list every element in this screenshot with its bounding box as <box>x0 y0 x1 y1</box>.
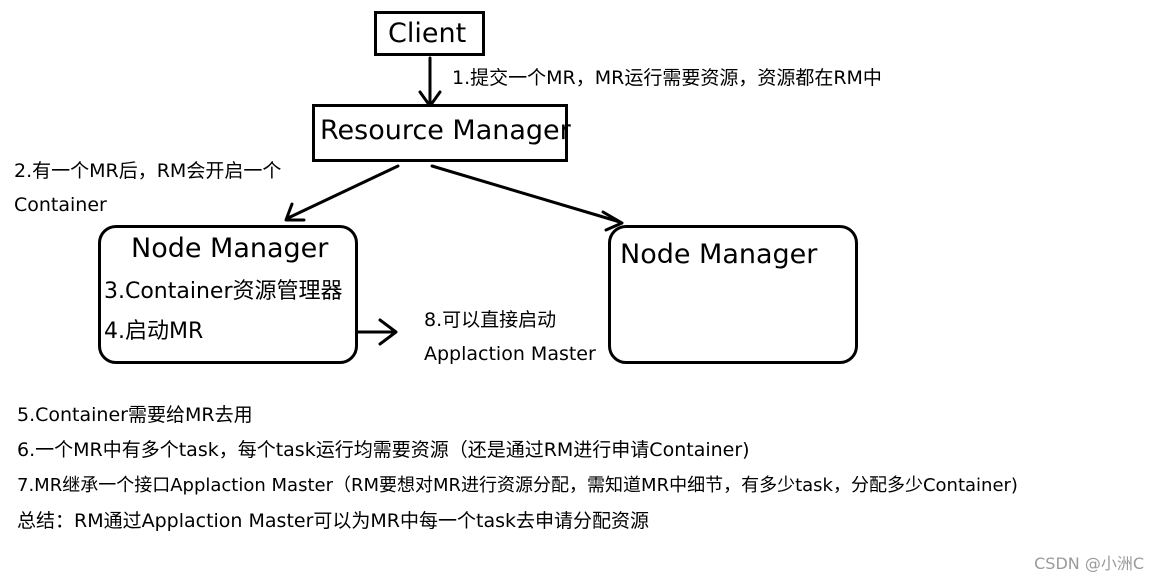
watermark: CSDN @小洲C <box>1034 554 1144 573</box>
node-manager-left-label: Node Manager <box>131 233 329 264</box>
annotation-step2-line2: Container <box>14 194 107 216</box>
annotation-step8-line1: 8.可以直接启动 <box>424 309 557 331</box>
arrow-rm-to-right-nm <box>430 164 624 232</box>
annotation-step2-line1: 2.有一个MR后，RM会开启一个 <box>14 160 282 182</box>
node-manager-left-step4: 4.启动MR <box>104 319 204 344</box>
note-6: 6.一个MR中有多个task，每个task运行均需要资源（还是通过RM进行申请C… <box>17 439 750 461</box>
annotation-step8-line2: Applaction Master <box>424 343 596 365</box>
node-manager-right-label: Node Manager <box>620 239 818 270</box>
resource-manager-label: Resource Manager <box>320 115 571 146</box>
node-manager-left-box <box>98 225 358 364</box>
client-box <box>374 11 485 56</box>
note-7: 7.MR继承一个接口Applaction Master（RM要想对MR进行资源分… <box>17 475 1018 496</box>
note-summary: 总结：RM通过Applaction Master可以为MR中每一个task去申请… <box>17 510 649 532</box>
arrow-client-to-rm <box>418 56 442 108</box>
annotation-step1: 1.提交一个MR，MR运行需要资源，资源都在RM中 <box>452 67 882 89</box>
arrow-rm-to-left-nm <box>284 164 400 222</box>
node-manager-right-box <box>608 225 858 364</box>
resource-manager-box <box>312 104 568 162</box>
client-label: Client <box>388 18 467 49</box>
note-5: 5.Container需要给MR去用 <box>17 404 253 426</box>
node-manager-left-step3: 3.Container资源管理器 <box>104 279 343 304</box>
